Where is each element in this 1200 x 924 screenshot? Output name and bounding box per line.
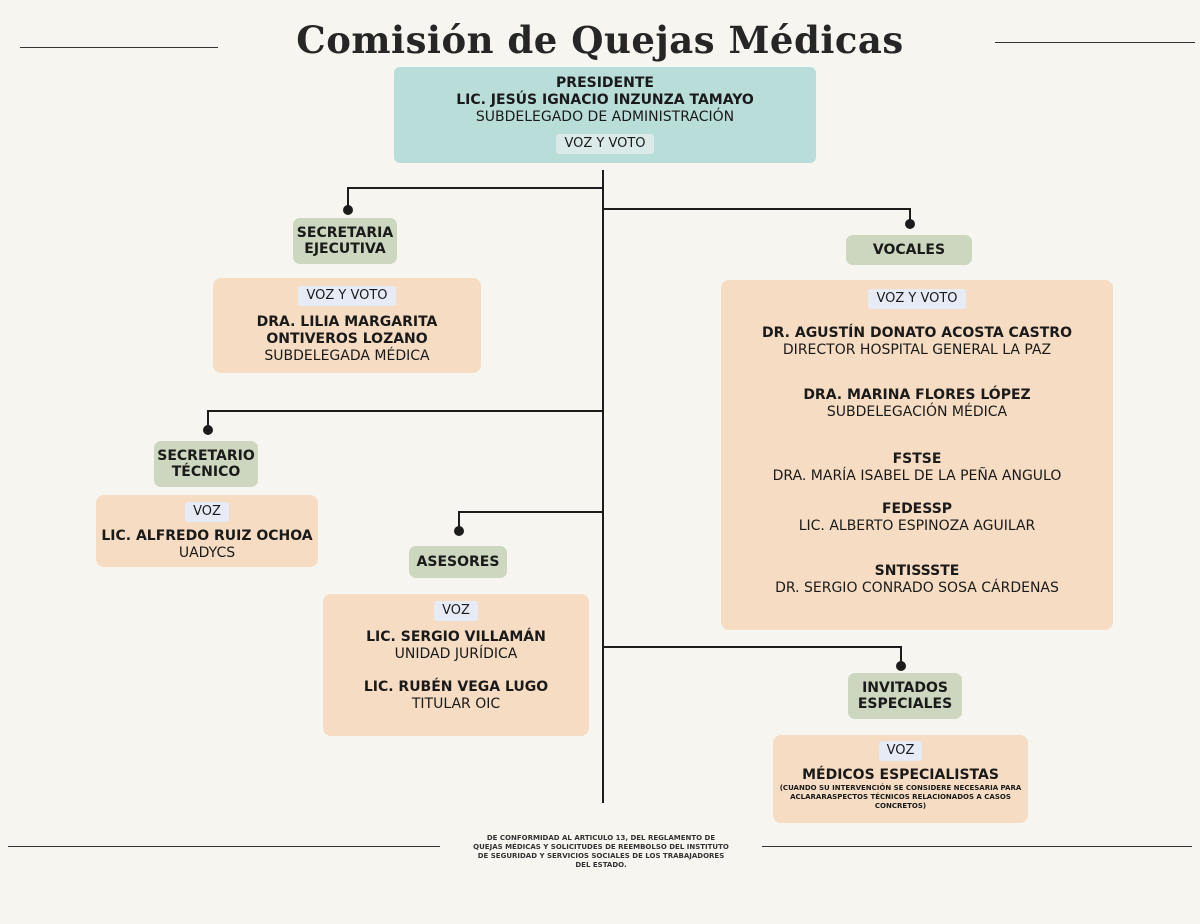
asesor-name-1: LIC. SERGIO VILLAMÁN [366, 629, 546, 645]
connector-tecnico-drop [207, 410, 209, 428]
secretario-tecnico-vote-badge: VOZ [185, 502, 229, 522]
vocal-name-5: SNTISSSTE [874, 563, 960, 579]
presidente-role: PRESIDENTE [556, 75, 654, 91]
vocales-tag-label: VOCALES [872, 242, 946, 258]
vocal-position-2: SUBDELEGACIÓN MÉDICA [826, 404, 1008, 420]
secretaria-ejecutiva-position: SUBDELEGADA MÉDICA [264, 348, 430, 364]
secretario-tecnico-tag: SECRETARIO TÉCNICO [154, 441, 258, 487]
node-dot-invitados [896, 661, 906, 671]
trunk-line [602, 170, 604, 803]
secretaria-ejecutiva-box: VOZ Y VOTO DRA. LILIA MARGARITA ONTIVERO… [213, 278, 481, 373]
node-dot-tecnico [203, 425, 213, 435]
vocal-name-1: DR. AGUSTÍN DONATO ACOSTA CASTRO [762, 325, 1072, 341]
title-rule-left [20, 47, 218, 48]
connector-tecnico [207, 410, 603, 412]
vocales-box: VOZ Y VOTO DR. AGUSTÍN DONATO ACOSTA CAS… [721, 280, 1113, 630]
title-rule-right [995, 42, 1195, 43]
node-dot-secretaria [343, 205, 353, 215]
invitados-vote-badge: VOZ [878, 741, 923, 761]
connector-secretaria-drop [347, 187, 349, 209]
footnote-line3: DE SEGURIDAD Y SERVICIOS SOCIALES DE LOS… [477, 852, 725, 860]
secretario-tecnico-box: VOZ LIC. ALFREDO RUIZ OCHOA UADYCS [96, 495, 318, 567]
invitados-especiales-tag: INVITADOS ESPECIALES [848, 673, 962, 719]
vocales-tag: VOCALES [846, 235, 972, 265]
invitados-note-line2: ACLARARASPECTOS TÉCNICOS RELACIONADOS A … [790, 793, 1011, 801]
presidente-position: SUBDELEGADO DE ADMINISTRACIÓN [475, 109, 735, 125]
footnote: DE CONFORMIDAD AL ARTICULO 13, DEL REGLA… [440, 834, 762, 870]
invitados-note-line1: (CUANDO SU INTERVENCIÓN SE CONSIDERE NEC… [779, 784, 1022, 792]
secretaria-ejecutiva-vote-badge: VOZ Y VOTO [298, 286, 396, 306]
invitados-tag-line2: ESPECIALES [857, 696, 953, 712]
secretaria-ejecutiva-name-line1: DRA. LILIA MARGARITA [256, 314, 438, 330]
presidente-box: PRESIDENTE LIC. JESÚS IGNACIO INZUNZA TA… [394, 67, 816, 163]
connector-invitados-drop [900, 646, 902, 664]
footnote-line4: DEL ESTADO. [575, 861, 627, 869]
node-dot-asesores [454, 526, 464, 536]
vocal-name-2: DRA. MARINA FLORES LÓPEZ [803, 387, 1031, 403]
vocal-position-4: LIC. ALBERTO ESPINOZA AGUILAR [798, 518, 1036, 534]
footnote-line2: QUEJAS MÉDICAS Y SOLICITUDES DE REEMBOLS… [473, 843, 729, 851]
connector-vocales [603, 208, 910, 210]
secretario-tecnico-position: UADYCS [178, 545, 236, 561]
vocal-position-5: DR. SERGIO CONRADO SOSA CÁRDENAS [775, 580, 1059, 596]
asesor-position-1: UNIDAD JURÍDICA [394, 646, 518, 662]
presidente-vote-badge: VOZ Y VOTO [556, 134, 654, 154]
asesor-name-2: LIC. RUBÉN VEGA LUGO [363, 679, 549, 695]
secretaria-ejecutiva-tag-line1: SECRETARIA [296, 225, 394, 241]
asesor-position-2: TITULAR OIC [411, 696, 501, 712]
connector-invitados [603, 646, 901, 648]
vocal-name-4: FEDESSP [881, 501, 953, 517]
asesores-vote-badge: VOZ [434, 601, 478, 621]
invitados-especiales-box: VOZ MÉDICOS ESPECIALISTAS (CUANDO SU INT… [773, 735, 1028, 823]
invitados-tag-line1: INVITADOS [862, 680, 948, 696]
vocales-vote-badge: VOZ Y VOTO [868, 289, 966, 309]
page-title: Comisión de Quejas Médicas [296, 18, 904, 62]
footer-rule-right [762, 846, 1192, 847]
presidente-name: LIC. JESÚS IGNACIO INZUNZA TAMAYO [456, 92, 754, 108]
secretario-tecnico-tag-line2: TÉCNICO [171, 464, 241, 480]
secretaria-ejecutiva-tag: SECRETARIA EJECUTIVA [293, 218, 397, 264]
asesores-box: VOZ LIC. SERGIO VILLAMÁN UNIDAD JURÍDICA… [323, 594, 589, 736]
asesores-tag-label: ASESORES [416, 554, 500, 570]
connector-secretaria [347, 187, 603, 189]
footer-rule-left [8, 846, 440, 847]
asesores-tag: ASESORES [409, 546, 507, 578]
secretario-tecnico-name: LIC. ALFREDO RUIZ OCHOA [101, 528, 313, 544]
vocal-name-3: FSTSE [892, 451, 942, 467]
vocal-position-1: DIRECTOR HOSPITAL GENERAL LA PAZ [782, 342, 1052, 358]
connector-asesores [458, 511, 603, 513]
vocal-position-3: DRA. MARÍA ISABEL DE LA PEÑA ANGULO [772, 468, 1062, 484]
node-dot-vocales [905, 219, 915, 229]
invitados-name: MÉDICOS ESPECIALISTAS [802, 767, 999, 783]
footnote-line1: DE CONFORMIDAD AL ARTICULO 13, DEL REGLA… [486, 834, 716, 842]
secretario-tecnico-tag-line1: SECRETARIO [157, 448, 255, 464]
connector-asesores-drop [458, 511, 460, 529]
invitados-note-line3: CONCRETOS) [874, 802, 927, 810]
secretaria-ejecutiva-name-line2: ONTIVEROS LOZANO [266, 331, 428, 347]
secretaria-ejecutiva-tag-line2: EJECUTIVA [304, 241, 386, 257]
connector-vocales-drop [909, 208, 911, 223]
